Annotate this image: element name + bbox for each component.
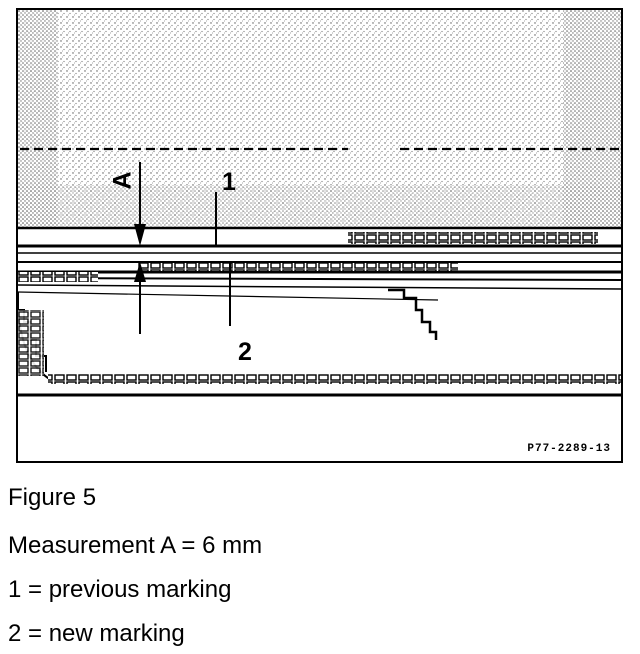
dimension-a-arrow-down (134, 224, 146, 246)
brick-row-bottom (48, 374, 621, 384)
legend-item-new-marking: 2 = new marking (8, 620, 185, 647)
figure-title: Figure 5 (8, 484, 97, 511)
edge-line-lower-2 (18, 277, 621, 281)
reference-code: P77-2289-13 (527, 443, 611, 455)
figure-frame: A 1 2 P77-2289-13 (16, 8, 623, 463)
dimension-a-label: A (108, 171, 137, 190)
figure-drawing (18, 10, 621, 397)
brick-row-upper (348, 232, 598, 244)
edge-line-lower-4 (18, 291, 439, 301)
edge-line-lower-3 (18, 284, 621, 290)
legend-item-previous-marking: 1 = previous marking (8, 576, 232, 603)
callout-1-label: 1 (222, 168, 236, 196)
brick-row-middle (138, 263, 458, 271)
callout-2-label: 2 (238, 338, 252, 366)
step-feature (388, 288, 438, 340)
brick-left-column (18, 310, 44, 376)
brick-row-left (18, 272, 98, 282)
measurement-text: Measurement A = 6 mm (8, 532, 263, 559)
upper-surface-lower-shade (18, 185, 621, 228)
dimension-a-arrow-up (134, 262, 146, 282)
lower-surface-edge (18, 292, 621, 383)
